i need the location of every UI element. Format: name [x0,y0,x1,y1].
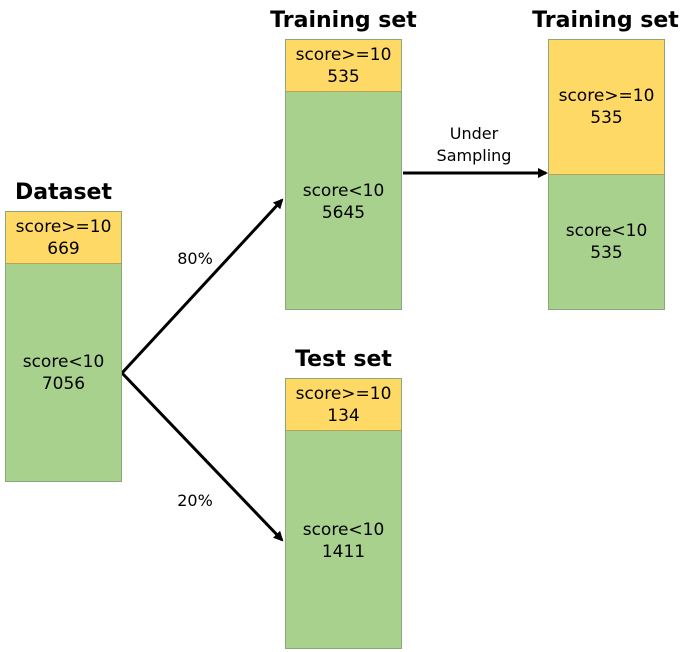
training-box: score>=10 535 score<10 5645 [285,39,402,310]
training-low-segment: score<10 5645 [286,92,401,309]
arrow-to-test [120,371,284,542]
test-low-label: score<10 [302,520,385,540]
undersampling-label-line1: Under [449,124,499,143]
training-low-label: score<10 [302,181,385,201]
training-low-value: 5645 [321,203,366,223]
training-sampled-low-segment: score<10 535 [549,175,664,309]
training-high-label: score>=10 [295,44,392,65]
training-sampled-high-segment: score>=10 535 [549,40,664,175]
dataset-box: score>=10 669 score<10 7056 [5,211,122,482]
test-low-segment: score<10 1411 [286,431,401,648]
dataset-title: Dataset [14,180,112,205]
training-sampled-high-label: score>=10 [558,86,655,106]
training-sampled-high-value: 535 [590,108,623,128]
dataset-low-segment: score<10 7056 [6,264,121,481]
dataset-low-label: score<10 [22,351,105,372]
test-low-value: 1411 [321,542,366,562]
dataset-high-segment: score>=10 669 [6,212,121,264]
test-high-label: score>=10 [295,383,392,404]
test-split-label: 20% [177,491,213,510]
undersampling-label: Under Sampling [420,123,528,167]
arrow-to-training [120,198,284,375]
dataset-high-value: 669 [47,238,80,259]
training-high-segment: score>=10 535 [286,40,401,92]
dataset-low-value: 7056 [41,373,86,394]
training-sampled-title: Training set [532,8,679,33]
test-box: score>=10 134 score<10 1411 [285,378,402,649]
test-high-value: 134 [327,405,360,426]
training-title: Training set [270,8,417,33]
train-split-label: 80% [177,249,213,268]
training-sampled-low-value: 535 [590,243,623,263]
test-title: Test set [295,347,392,372]
training-sampled-box: score>=10 535 score<10 535 [548,39,665,310]
dataset-high-label: score>=10 [15,216,112,237]
training-sampled-low-label: score<10 [565,221,648,241]
undersampling-label-line2: Sampling [436,146,512,165]
training-high-value: 535 [327,66,360,87]
test-high-segment: score>=10 134 [286,379,401,431]
